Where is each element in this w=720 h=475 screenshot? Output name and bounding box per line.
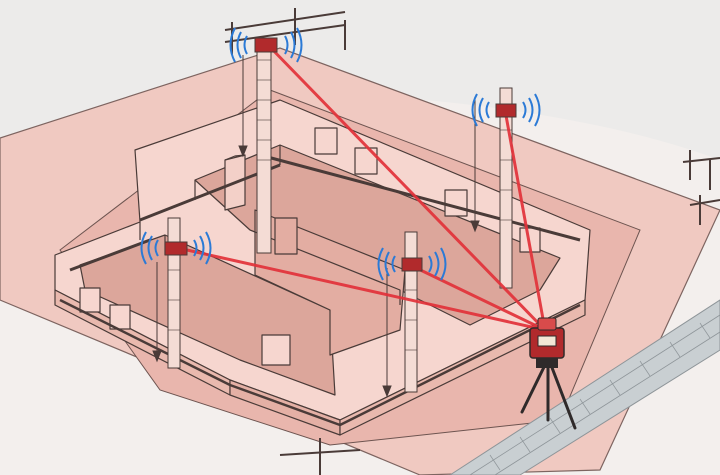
foundation	[54, 99, 591, 436]
fence-bottom	[279, 438, 361, 475]
fence-right	[682, 150, 720, 225]
receiver-mid-left	[140, 231, 212, 265]
laser-beams	[176, 43, 547, 332]
paving-strip	[449, 299, 720, 475]
receiver-top-left	[229, 27, 303, 63]
receiver-top-right	[471, 93, 541, 127]
measuring-staffs	[167, 37, 513, 393]
plumb-arrows	[152, 55, 480, 398]
laser-level-on-tripod	[520, 317, 577, 430]
receiver-mid-right	[377, 247, 447, 281]
